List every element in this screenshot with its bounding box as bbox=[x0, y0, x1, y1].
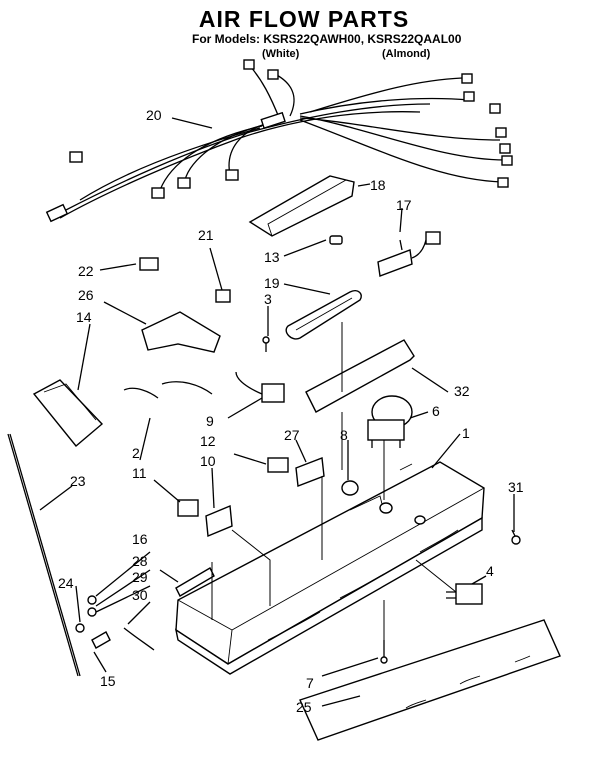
callout-16: 16 bbox=[132, 531, 148, 547]
fan-motor-part bbox=[367, 395, 413, 448]
callout-15: 15 bbox=[100, 673, 116, 689]
callout-19: 19 bbox=[264, 275, 280, 291]
callout-21: 21 bbox=[198, 227, 214, 243]
callout-3: 3 bbox=[264, 291, 272, 307]
clip-part bbox=[139, 257, 159, 271]
callout-1: 1 bbox=[462, 425, 470, 441]
callout-27: 27 bbox=[284, 427, 300, 443]
callout-8: 8 bbox=[340, 427, 348, 443]
grommet-part bbox=[341, 480, 359, 496]
callout-14: 14 bbox=[76, 309, 92, 325]
almond-note: (Almond) bbox=[382, 48, 431, 60]
callout-20: 20 bbox=[146, 107, 162, 123]
callout-30: 30 bbox=[132, 587, 148, 603]
callout-4: 4 bbox=[486, 563, 494, 579]
callout-24: 24 bbox=[58, 575, 74, 591]
hose-part bbox=[123, 387, 159, 399]
callout-7: 7 bbox=[306, 675, 314, 691]
bracket-part bbox=[177, 499, 199, 517]
screw-part bbox=[511, 535, 521, 545]
callout-28: 28 bbox=[132, 553, 148, 569]
wiring-harness bbox=[45, 59, 513, 223]
callout-10: 10 bbox=[200, 453, 216, 469]
thermostat-part bbox=[377, 249, 413, 277]
callout-25: 25 bbox=[296, 699, 312, 715]
callout-11: 11 bbox=[132, 465, 147, 481]
callout-9: 9 bbox=[206, 413, 214, 429]
callout-18: 18 bbox=[370, 177, 386, 193]
switch-part bbox=[261, 383, 285, 403]
hose-part bbox=[161, 381, 213, 395]
callout-12: 12 bbox=[200, 433, 216, 449]
white-note: (White) bbox=[262, 48, 300, 60]
callout-31: 31 bbox=[508, 479, 524, 495]
clip-part bbox=[215, 289, 231, 303]
connector-part bbox=[425, 231, 441, 245]
trim-part bbox=[299, 619, 561, 741]
bracket-part bbox=[267, 457, 289, 473]
diagram-title: AIR FLOW PARTS bbox=[198, 6, 410, 32]
callout-23: 23 bbox=[70, 473, 86, 489]
gasket-part bbox=[205, 504, 233, 538]
callout-13: 13 bbox=[264, 249, 280, 265]
heater-part bbox=[285, 290, 362, 340]
gasket-part bbox=[295, 457, 325, 487]
switch-part bbox=[455, 583, 483, 605]
callout-6: 6 bbox=[432, 403, 440, 419]
lever-part bbox=[91, 631, 111, 649]
control-housing-part bbox=[174, 461, 485, 675]
callout-32: 32 bbox=[454, 383, 470, 399]
rod-part bbox=[7, 433, 79, 677]
callout-2: 2 bbox=[132, 445, 140, 461]
bracket-part bbox=[175, 567, 215, 597]
callout-29: 29 bbox=[132, 569, 148, 585]
evaporator-cover-part bbox=[305, 339, 415, 413]
screw-part bbox=[380, 656, 388, 664]
duct-cover-part bbox=[248, 175, 355, 237]
callout-17: 17 bbox=[396, 197, 412, 213]
callout-26: 26 bbox=[78, 287, 94, 303]
callout-22: 22 bbox=[78, 263, 94, 279]
baffle-part bbox=[141, 311, 221, 353]
models-line: For Models: KSRS22QAWH00, KSRS22QAAL00 bbox=[192, 32, 462, 46]
diffuser-part bbox=[32, 379, 104, 447]
plug-part bbox=[329, 235, 343, 245]
